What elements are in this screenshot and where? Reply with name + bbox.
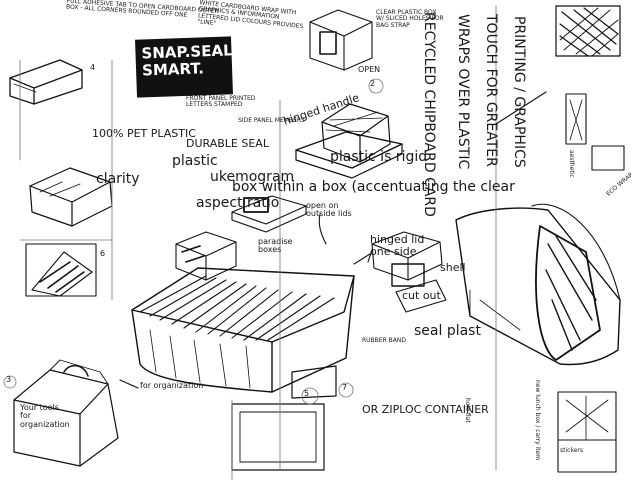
sketch-grid-cube [555, 5, 621, 57]
note-cut-out: cut out [402, 289, 441, 302]
note-your-tools: Your tools for organization [20, 403, 70, 429]
sketch-guide-lines [3, 5, 497, 480]
note-new-lunch: new lunch box / carry item [534, 380, 541, 461]
sketch-small-box-paradise [175, 231, 237, 281]
note-ukemogram: ukemogram [210, 169, 295, 185]
sketch-number-2: 2 [370, 79, 376, 88]
sketch-flat-lid [231, 195, 307, 233]
note-stickers: stickers [560, 447, 583, 454]
note-ziplock: OR ZIPLOC CONTAINER [362, 403, 489, 416]
note-seal-plast: seal plast [414, 323, 481, 339]
note-right-label: aesthetic [568, 150, 575, 178]
note-side-panel: SIDE PANEL MEMBERS [238, 117, 305, 124]
sketch-number-6: 6 [100, 249, 106, 258]
note-plastic-front: plastic [172, 153, 218, 169]
note-hold-flat: hold flat [464, 398, 471, 423]
note-recycled-card: RECYCLED CHIPBOARD CARD [421, 12, 437, 217]
sketch-handled-box [295, 103, 403, 179]
note-box-within: box within a box (accentuating the clear [232, 179, 515, 195]
sketch-large-bag [455, 203, 621, 366]
note-plastic-rigid: plastic is rigid [330, 149, 428, 165]
sketch-clamshell [371, 231, 447, 313]
note-durable: DURABLE SEAL [186, 137, 269, 150]
sketch-right-small-boxes [565, 93, 625, 171]
sketch-arrows [119, 91, 547, 389]
note-open: OPEN [358, 65, 381, 74]
note-for-org: for organization [140, 381, 204, 390]
note-pct-plastic: 100% PET PLASTIC [92, 127, 196, 140]
sketch-right-bottom-item [557, 391, 617, 473]
note-touch: TOUCH FOR GREATER [483, 14, 499, 167]
sketch-number-5: 5 [304, 389, 310, 398]
note-printing: PRINTING / GRAPHICS [511, 16, 527, 168]
note-clamp-lid: hinged lid one side [370, 233, 425, 258]
sketch-large-tray [131, 267, 355, 393]
note-rubber-band: RUBBER BAND [362, 337, 406, 344]
note-clear-box: CLEAR PLASTIC BOX W/ SLICED HOLES FOR BA… [376, 9, 444, 29]
sketch-number-3: 3 [6, 375, 12, 384]
note-clarity: clarity [96, 171, 140, 187]
logo-line-2: SMART. [141, 59, 205, 80]
snap-seal-smart-logo: SNAP.SEAL. SMART. [135, 36, 239, 98]
sketch-left-striped-box [25, 243, 97, 297]
note-shell: shell [440, 261, 466, 274]
sketch-number-7: 7 [342, 383, 348, 392]
note-wraps-over: WRAPS OVER PLASTIC [455, 14, 471, 170]
note-aspect-ratio: aspect ratio [196, 195, 280, 211]
sketch-rounded-box [9, 59, 83, 105]
note-paradise-box: paradise boxes [258, 237, 293, 255]
sketch-number-4: 4 [90, 63, 96, 72]
sketch-bottom-box [231, 365, 337, 471]
sketch-house-box [13, 359, 119, 467]
note-open-on-sides: open on outside lids [306, 201, 352, 219]
note-front-panel: FRONT PANEL PRINTED LETTERS STAMPED [186, 95, 256, 109]
sketch-lidded-box [309, 9, 373, 71]
